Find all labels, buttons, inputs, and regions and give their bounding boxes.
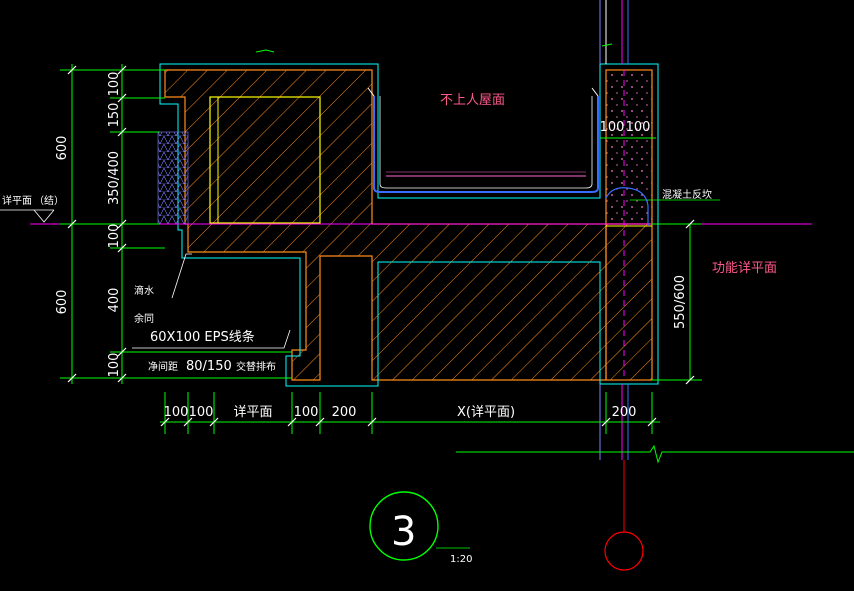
dim-left-400: 400 (107, 288, 122, 313)
detail-bubble (369, 491, 439, 561)
dim-left-600-top: 600 (55, 136, 70, 161)
net-gap-label: 净间距 (148, 360, 178, 373)
roof-note: 不上人屋面 (440, 93, 505, 108)
dim-bottom-100-a: 100 (164, 405, 189, 420)
waterproof-layer (367, 87, 599, 193)
finish-floor-label: 详平面 (2, 194, 32, 207)
function-floor-note: 功能详平面 (712, 261, 777, 276)
concrete-curb-note: 混凝土反坎 (662, 188, 712, 201)
detail-number: 3 (391, 509, 416, 555)
dim-left-600-bottom: 600 (55, 290, 70, 315)
arrow-mark (255, 49, 275, 53)
dim-right-550-600: 550/600 (673, 275, 688, 329)
dim-left-350-400: 350/400 (107, 151, 122, 205)
dim-bottom-finish: 详平面 (233, 405, 272, 420)
eps-label: 60X100 EPS线条 (150, 329, 255, 345)
concrete-section (164, 69, 653, 381)
finish-floor-paren: （结） (34, 194, 64, 207)
dim-bottom-200-right: 200 (612, 405, 637, 420)
arrow-mark-2 (601, 43, 613, 47)
drip-label-2: 余同 (134, 312, 154, 325)
axis-bubble (604, 531, 644, 571)
bottom-dimensions (160, 392, 660, 434)
net-gap-note: 交替排布 (236, 360, 276, 373)
dim-bottom-100-c: 100 (294, 405, 319, 420)
insulation-hatch (157, 131, 189, 225)
left-leaders (132, 253, 291, 349)
dim-left-100-top: 100 (107, 72, 122, 97)
drain-arc (605, 187, 649, 226)
upstand-concrete (605, 69, 653, 225)
dim-left-150: 150 (107, 103, 122, 128)
net-gap-value: 80/150 (186, 359, 232, 374)
bottom-dim-ticks (160, 417, 657, 427)
dim-left-100-mid: 100 (107, 224, 122, 249)
dim-right-100-a: 100 (600, 120, 625, 135)
break-line (456, 444, 854, 464)
right-dim-ticks (685, 219, 695, 385)
dim-right-100-b: 100 (626, 120, 651, 135)
dim-bottom-100-b: 100 (189, 405, 214, 420)
dim-bottom-200: 200 (332, 405, 357, 420)
level-mark (0, 209, 55, 223)
detail-scale: 1:20 (450, 554, 472, 565)
eps-block (209, 96, 321, 224)
drip-label: 滴水 (134, 284, 154, 297)
left-dim-ticks (67, 65, 127, 383)
dim-bottom-x: X(详平面) (457, 405, 515, 420)
right-dimension (652, 223, 702, 381)
dim-left-100-bottom: 100 (107, 353, 122, 378)
right-column (605, 223, 653, 381)
outline-cyan (159, 63, 659, 387)
